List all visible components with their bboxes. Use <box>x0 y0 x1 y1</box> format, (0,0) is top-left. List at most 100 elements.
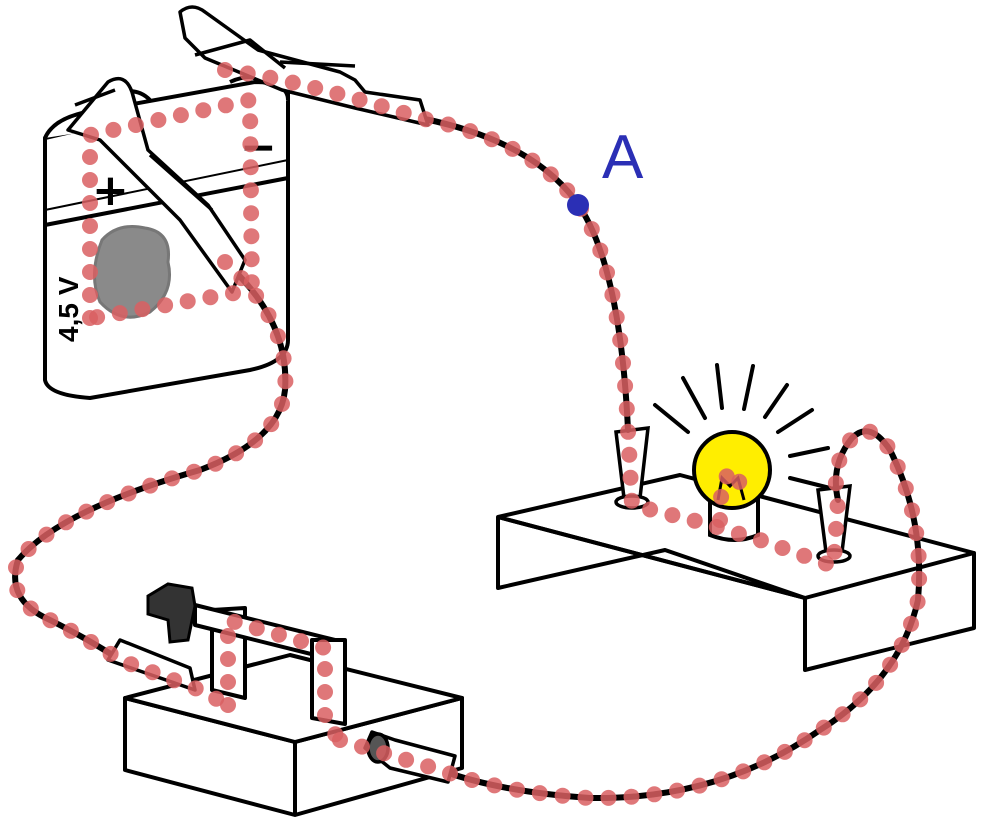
current-dot <box>599 264 615 281</box>
current-dot <box>604 286 621 303</box>
plus-terminal-label: + <box>92 165 129 216</box>
switch-knob <box>146 582 197 644</box>
current-dot <box>815 719 832 736</box>
current-dot <box>82 149 98 165</box>
current-dot <box>577 789 594 806</box>
current-dot <box>623 492 640 509</box>
current-dot <box>243 228 260 245</box>
current-dot <box>524 152 541 169</box>
current-dot <box>127 117 144 133</box>
current-dot <box>62 622 79 639</box>
current-dot <box>354 738 370 755</box>
current-dot <box>531 785 548 802</box>
current-dot <box>911 570 928 587</box>
current-dot <box>220 674 236 690</box>
current-dot <box>486 777 503 794</box>
current-dot <box>99 494 116 511</box>
current-dot <box>417 111 434 128</box>
current-dot <box>315 639 332 656</box>
current-dot <box>776 743 793 760</box>
current-dot <box>277 373 294 390</box>
current-dot <box>102 645 119 662</box>
current-dot <box>909 593 926 610</box>
wire-top <box>417 115 631 433</box>
current-dot <box>150 112 167 128</box>
current-dot <box>243 251 260 268</box>
current-dot <box>462 123 479 140</box>
current-dot <box>615 355 631 371</box>
current-dot <box>207 455 224 472</box>
current-dot <box>248 620 265 637</box>
current-dot <box>868 674 885 691</box>
current-dot <box>904 502 920 519</box>
current-dot <box>504 140 521 157</box>
current-dot <box>242 136 259 153</box>
current-dot <box>228 445 245 462</box>
current-dot <box>398 751 415 768</box>
current-dot <box>554 787 571 804</box>
current-dot <box>834 706 851 723</box>
current-dot <box>293 633 309 650</box>
current-dot <box>373 98 390 115</box>
current-dot <box>220 651 236 667</box>
current-dot <box>612 332 629 349</box>
point-a-label: A <box>602 123 644 192</box>
current-dot <box>217 97 234 114</box>
bulb-glass <box>692 430 772 510</box>
current-dot <box>796 547 813 564</box>
current-dot <box>559 182 576 199</box>
current-dot <box>270 626 287 643</box>
current-dot <box>897 480 914 497</box>
current-dot <box>712 512 728 528</box>
current-dot <box>260 307 277 324</box>
current-dot <box>157 297 174 314</box>
current-dot <box>718 468 735 485</box>
current-dot <box>172 107 189 124</box>
current-dot <box>351 91 368 108</box>
current-dot <box>464 772 480 788</box>
current-dot <box>542 166 559 183</box>
current-dot <box>262 69 279 86</box>
current-dot <box>395 104 412 121</box>
current-dot <box>42 612 59 629</box>
current-dot <box>284 74 301 91</box>
current-dot <box>89 309 106 326</box>
current-dot <box>111 305 128 322</box>
current-dot <box>620 423 637 440</box>
current-dot <box>893 636 910 653</box>
current-dot <box>440 116 457 133</box>
current-dot <box>826 543 843 560</box>
current-dot <box>509 781 525 798</box>
current-dot <box>752 532 769 549</box>
current-dot <box>621 446 638 463</box>
switch-base <box>123 653 464 817</box>
current-dot <box>817 555 834 572</box>
point-a-marker <box>567 194 589 216</box>
current-dot <box>9 582 26 599</box>
current-dot <box>592 242 609 259</box>
current-dot <box>735 763 752 780</box>
current-dot <box>664 507 681 524</box>
current-dot <box>669 782 685 799</box>
current-dot <box>879 438 896 455</box>
current-dot <box>623 788 640 805</box>
current-dot <box>186 463 202 480</box>
current-dot <box>332 732 348 748</box>
current-dot <box>142 477 159 494</box>
current-dot <box>376 745 393 762</box>
current-dot <box>242 182 259 199</box>
current-dot <box>239 65 256 82</box>
current-dot <box>269 328 286 345</box>
current-dot <box>317 684 333 700</box>
current-dot <box>120 485 137 502</box>
current-dot <box>622 469 639 486</box>
current-dot <box>329 85 346 102</box>
current-dot <box>83 634 99 650</box>
current-dot <box>831 452 848 469</box>
current-dot <box>263 416 280 433</box>
current-dot <box>78 503 95 520</box>
current-dot <box>195 102 212 119</box>
current-dot <box>220 628 236 644</box>
current-dot <box>187 680 204 697</box>
